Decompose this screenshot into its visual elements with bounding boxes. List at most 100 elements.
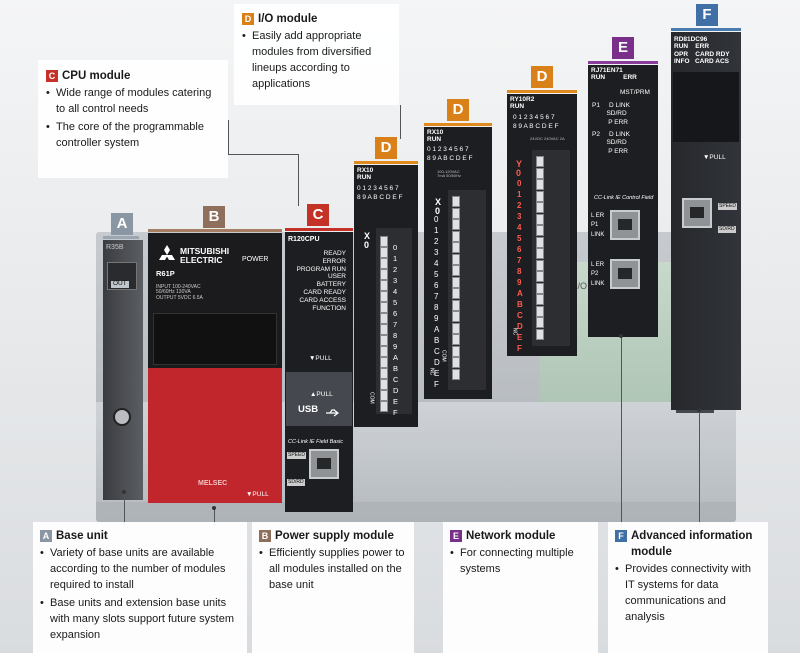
terminal-screw: [380, 401, 388, 412]
tag-D-3: D: [531, 66, 553, 88]
net-p2-leds: P2 D LINK SD/RD P ERR: [592, 131, 630, 155]
leader-cpu-c: [228, 120, 229, 155]
terminal-screw: [452, 253, 460, 265]
cpu-sdrd-label: SD/RD: [287, 479, 305, 487]
callout-base-bullet-1: Variety of base units are available acco…: [40, 546, 241, 594]
terminal-screw: [380, 291, 388, 302]
io3-y-label: Y 0: [516, 159, 523, 179]
terminal-screw: [536, 213, 544, 225]
callout-network-title: E Network module: [450, 528, 592, 544]
callout-cpu-title: C CPU module: [46, 68, 220, 84]
tag-E-bar: [588, 61, 658, 64]
cpu-ethernet-port[interactable]: [309, 449, 339, 479]
terminal-screw: [452, 230, 460, 242]
io3-rating: 24VDC 240VAC 2A: [530, 136, 565, 141]
terminal-screw: [380, 302, 388, 313]
net-port1-label: L ER P1 LINK: [591, 213, 605, 238]
io2-col-chars: 0 1 2 3 4 5 6 7 8 9 A B C D E F: [434, 215, 440, 389]
terminal-screw: [380, 335, 388, 346]
callout-base-bullet-2: Base units and extension base units with…: [40, 596, 241, 644]
terminal-screw: [380, 346, 388, 357]
leader-io-v: [400, 105, 401, 139]
callout-base-title: A Base unit: [40, 528, 241, 544]
terminal-screw: [536, 271, 544, 282]
terminal-screw: [452, 311, 460, 322]
io1-led-grid: 0 1 2 3 4 5 6 7 8 9 A B C D E F: [357, 185, 403, 202]
io3-nc: NC: [511, 328, 518, 336]
callout-io-title-text: I/O module: [258, 13, 318, 25]
net-ethernet-port-2[interactable]: [610, 259, 640, 289]
adv-speed-label: SPEED: [718, 203, 737, 211]
tag-D-3-bar: [507, 90, 577, 93]
callout-advanced-information-module: F Advanced information module Provides c…: [608, 522, 768, 653]
adv-front-panel: [673, 72, 739, 142]
tag-C-bar: [285, 228, 353, 231]
adv-ethernet-port[interactable]: [682, 198, 712, 228]
net-port2-label: L ER P2 LINK: [591, 262, 605, 287]
callout-network-title-text: Network module: [466, 530, 556, 542]
leader-base-v: [124, 492, 125, 526]
net-model: RJ71EN71 RUN ERR: [591, 67, 637, 81]
cpu-model: R120CPU: [288, 236, 320, 243]
terminal-screw: [452, 276, 460, 288]
mitsubishi-logo-icon: [158, 245, 176, 261]
cpu-lower-panel: [286, 372, 352, 426]
callout-io-module: D I/O module Easily add appropriate modu…: [234, 4, 399, 105]
terminal-screw: [536, 190, 544, 202]
tag-D-1: D: [375, 137, 397, 159]
io1-x-label: X 0: [364, 231, 371, 251]
terminal-screw: [452, 357, 460, 368]
callout-advanced-title-text: Advanced information module: [631, 530, 753, 559]
base-model-label: R35B: [106, 244, 124, 251]
callout-network-module: E Network module For connecting multiple…: [443, 522, 598, 653]
net-p1-leds: P1 D LINK SD/RD P ERR: [592, 102, 630, 126]
terminal-screw: [536, 294, 544, 305]
net-cclink-label: CC-Link IE Control Field: [594, 195, 654, 201]
callout-cpu-bullet-1: Wide range of modules catering to all co…: [46, 86, 220, 118]
callout-base-unit: A Base unit Variety of base units are av…: [33, 522, 247, 653]
io2-led-grid: 0 1 2 3 4 5 6 7 8 9 A B C D E F: [427, 146, 473, 163]
tag-D-1-bar: [354, 161, 418, 164]
terminal-screw: [380, 269, 388, 280]
tag-F-bar: [671, 28, 741, 31]
callout-network-bullet-1: For connecting multiple systems: [450, 546, 592, 578]
io2-model: RX10 RUN: [427, 129, 444, 143]
terminal-screw: [380, 280, 388, 291]
psu-brand: MITSUBISHI ELECTRIC: [180, 246, 230, 265]
callout-network-letter: E: [450, 530, 462, 542]
terminal-screw: [452, 334, 460, 345]
terminal-screw: [536, 305, 544, 317]
terminal-screw: [452, 299, 460, 311]
cpu-pull-down: ▼PULL: [309, 355, 332, 362]
tag-E: E: [612, 37, 634, 59]
leader-cpu-h: [228, 154, 299, 155]
adv-pull: ▼PULL: [703, 154, 726, 161]
callout-io-title: D I/O module: [242, 11, 391, 27]
psu-input-rating: INPUT 100-240VAC 50/60Hz 130VA OUTPUT 5V…: [156, 284, 203, 301]
tag-A-bar: [103, 236, 139, 239]
terminal-screw: [452, 368, 460, 380]
cpu-usb-label: USB: [298, 404, 319, 415]
tag-D-2: D: [447, 99, 469, 121]
leader-net-dot: [619, 334, 623, 338]
terminal-screw: [452, 207, 460, 219]
io2-nc: NC: [428, 368, 435, 376]
tag-B: B: [203, 206, 225, 228]
callout-base-letter: A: [40, 530, 52, 542]
callout-power-title-text: Power supply module: [275, 530, 394, 542]
terminal-screw: [380, 324, 388, 335]
usb-icon: [325, 405, 341, 417]
terminal-screw: [536, 179, 544, 190]
terminal-screw: [380, 379, 388, 390]
callout-advanced-title: F Advanced information module: [615, 528, 762, 560]
terminal-screw: [536, 236, 544, 248]
terminal-screw: [452, 322, 460, 334]
terminal-screw: [452, 196, 460, 207]
io1-model: RX10 RUN: [357, 167, 374, 181]
terminal-screw: [536, 328, 544, 340]
callout-cpu-module: C CPU module Wide range of modules cater…: [38, 60, 228, 178]
adv-model: RD81DC96 RUN ERR OPR CARD RDY INFO CARD …: [674, 36, 730, 66]
terminal-screw: [536, 317, 544, 328]
net-ethernet-port-1[interactable]: [610, 210, 640, 240]
